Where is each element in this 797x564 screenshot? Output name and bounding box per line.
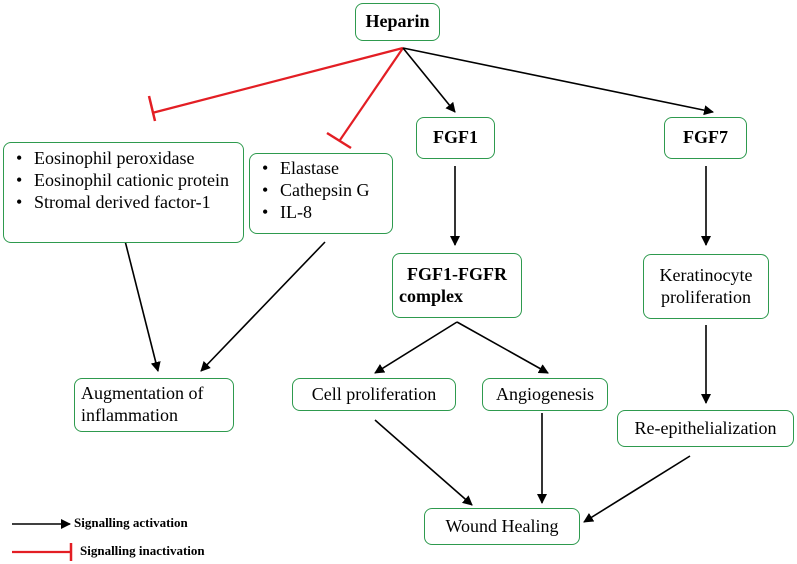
complex-label-line2: complex bbox=[399, 285, 463, 306]
legend-inactivation-label: Signalling inactivation bbox=[80, 543, 205, 558]
mediator-item: Eosinophil peroxidase bbox=[16, 148, 239, 170]
node-fgf7: FGF7 bbox=[664, 117, 747, 159]
edge-left-inflammation bbox=[120, 224, 161, 372]
node-fgf1: FGF1 bbox=[416, 117, 495, 159]
inflammation-label-line2: inflammation bbox=[81, 404, 178, 425]
mediator-list-left: Eosinophil peroxidase Eosinophil cationi… bbox=[12, 148, 239, 214]
edge-heparin-fgf1 bbox=[402, 47, 456, 113]
complex-label-line1: FGF1-FGFR bbox=[407, 263, 507, 284]
inhibit-bar-left bbox=[147, 95, 157, 122]
node-fgf1-fgfr-complex: FGF1-FGFR complex bbox=[392, 253, 522, 318]
inflammation-label-line1: Augmentation of bbox=[81, 383, 204, 403]
node-augmentation-of-inflammation: Augmentation of inflammation bbox=[74, 378, 234, 432]
inhibit-edge-left bbox=[151, 46, 404, 115]
mediator-item: Elastase bbox=[262, 158, 388, 180]
keratinocyte-label-line1: Keratinocyte bbox=[659, 264, 753, 285]
node-protease-list: Elastase Cathepsin G IL-8 bbox=[249, 153, 393, 234]
node-re-epithelialization: Re-epithelialization bbox=[617, 410, 794, 447]
edge-complex-cellprolif bbox=[374, 321, 458, 374]
inhibit-bar-mid bbox=[326, 131, 352, 150]
legend-activation-label: Signalling activation bbox=[74, 515, 188, 530]
node-keratinocyte-proliferation: Keratinocyte proliferation bbox=[643, 254, 769, 319]
mediator-item: IL-8 bbox=[262, 202, 388, 224]
keratinocyte-label-line2: proliferation bbox=[661, 286, 751, 307]
node-inflammatory-mediators: Eosinophil peroxidase Eosinophil cationi… bbox=[3, 142, 244, 243]
node-cell-proliferation: Cell proliferation bbox=[292, 378, 456, 411]
edge-complex-angio bbox=[456, 321, 549, 374]
edge-heparin-fgf7 bbox=[402, 47, 714, 116]
edge-cellprolif-wound bbox=[374, 419, 473, 506]
edge-mid-inflammation bbox=[200, 241, 326, 372]
mediator-item: Stromal derived factor-1 bbox=[16, 192, 239, 214]
mediator-item: Eosinophil cationic protein bbox=[16, 170, 239, 192]
edge-reepi-wound bbox=[583, 455, 691, 523]
node-wound-healing: Wound Healing bbox=[424, 508, 580, 545]
node-angiogenesis: Angiogenesis bbox=[482, 378, 608, 411]
inhibit-edge-mid bbox=[339, 47, 404, 141]
mediator-item: Cathepsin G bbox=[262, 180, 388, 202]
node-heparin: Heparin bbox=[355, 3, 440, 41]
mediator-list-mid: Elastase Cathepsin G IL-8 bbox=[258, 158, 388, 224]
